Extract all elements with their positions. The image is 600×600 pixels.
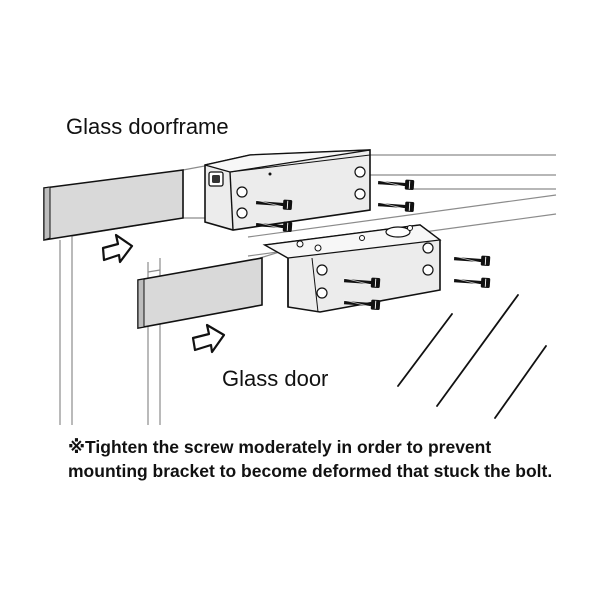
installation-note: ※Tighten the screw moderately in order t… <box>68 435 588 483</box>
door-plate <box>137 257 263 329</box>
note-line-2: mounting bracket to become deformed that… <box>68 461 553 481</box>
note-line-1: ※Tighten the screw moderately in order t… <box>68 437 492 457</box>
doorframe-plate <box>43 169 184 241</box>
glass-door-label: Glass door <box>222 366 329 391</box>
glass-doorframe-label: Glass doorframe <box>66 114 229 139</box>
arrow-right-icon <box>101 233 134 264</box>
screw-icon <box>376 198 416 214</box>
lower-mounting-bracket <box>262 224 442 313</box>
screw-icon <box>452 252 492 268</box>
screw-icon <box>452 274 492 290</box>
arrow-right-icon <box>191 323 226 354</box>
upper-mounting-bracket <box>204 149 371 231</box>
screw-icon <box>376 176 416 192</box>
glass-reflection-lines <box>397 294 547 419</box>
